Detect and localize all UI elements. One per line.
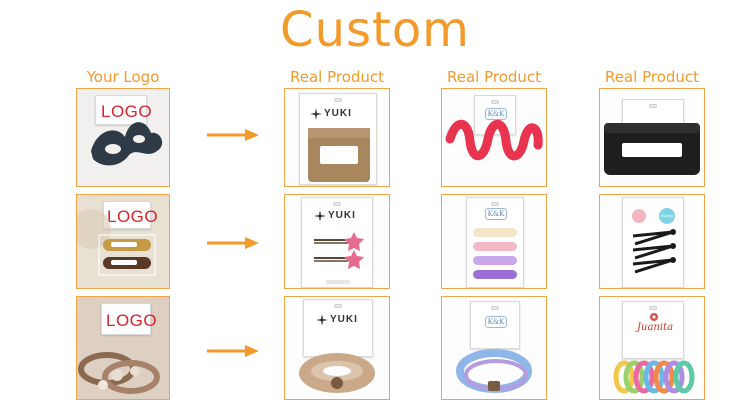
brand-badge: K&K — [485, 208, 507, 220]
product-card: Harpa — [622, 197, 684, 288]
column-heading-your-logo: Your Logo — [86, 68, 160, 86]
wavy-clip-image — [445, 119, 543, 161]
page-title: Custom — [280, 2, 470, 58]
product-harpa-black-pins: Harpa — [599, 194, 705, 289]
flower-logo-icon — [650, 313, 658, 321]
colorful-hair-ties-image — [613, 360, 695, 394]
scrunchies-image — [299, 353, 375, 393]
logo-sample-claw-clip: LOGO — [76, 88, 170, 187]
brand-name: YUKI — [324, 108, 352, 119]
star-logo-icon — [314, 210, 326, 222]
product-juanita-hair-ties: Juanita — [599, 296, 705, 400]
column-heading-real-product-3: Real Product — [604, 68, 700, 86]
logo-sample-snap-clips: LOGO — [76, 194, 170, 289]
product-card: K&K — [470, 301, 520, 349]
product-kk-hair-ties: K&K — [441, 296, 547, 400]
brand-badge: Harpa — [660, 213, 674, 218]
star-logo-icon — [316, 314, 328, 326]
product-kk-wavy-clip: K&K — [441, 88, 547, 187]
product-kk-pastel-clips: K&K — [441, 194, 547, 289]
hang-hole — [491, 202, 499, 206]
arrow-right-icon — [207, 129, 259, 141]
logo-label: LOGO — [107, 207, 159, 226]
logo-sample-hair-ties: LOGO — [76, 296, 170, 400]
arrow-right-icon — [207, 237, 259, 249]
product-yuki-rectangle-clip: YUKI — [284, 88, 390, 187]
column-heading-real-product-1: Real Product — [289, 68, 385, 86]
product-yuki-star-pins: YUKI — [284, 194, 390, 289]
brand-name: Juanita — [637, 322, 674, 333]
hang-hole — [491, 306, 499, 310]
brand-badge: K&K — [485, 316, 507, 328]
logo-label: LOGO — [106, 311, 158, 330]
product-card: Juanita — [622, 301, 684, 359]
hang-hole — [333, 202, 341, 206]
arrow-right-icon — [207, 345, 259, 357]
product-card: K&K — [466, 197, 524, 288]
black-pins-image — [632, 208, 676, 274]
claw-clip-image — [91, 122, 163, 166]
product-card: YUKI — [301, 197, 373, 288]
hang-hole — [649, 306, 657, 310]
product-yuki-scrunchies: YUKI — [284, 296, 390, 400]
brand-name: YUKI — [328, 210, 356, 221]
pastel-clips-image — [473, 228, 517, 279]
column-heading-real-product-2: Real Product — [446, 68, 542, 86]
hair-ties-image — [78, 352, 160, 394]
hang-hole — [334, 304, 342, 308]
brand-badge: K&K — [485, 108, 507, 120]
black-clip-image — [604, 123, 700, 175]
logo-card: LOGO — [101, 303, 157, 335]
product-black-claw-clip — [599, 88, 705, 187]
logo-label: LOGO — [101, 102, 153, 121]
product-card: YUKI — [299, 93, 377, 185]
rectangle-clip-image — [308, 128, 370, 182]
logo-card: LOGO — [95, 95, 152, 125]
hang-hole — [491, 100, 499, 104]
product-card: YUKI — [303, 299, 373, 357]
blue-hair-ties-image — [456, 349, 532, 393]
snap-clips-image — [77, 209, 156, 276]
star-logo-icon — [310, 108, 322, 120]
star-pins-image — [314, 232, 364, 284]
hang-hole — [334, 98, 342, 102]
hang-hole — [649, 104, 657, 108]
brand-name: YUKI — [330, 314, 358, 325]
